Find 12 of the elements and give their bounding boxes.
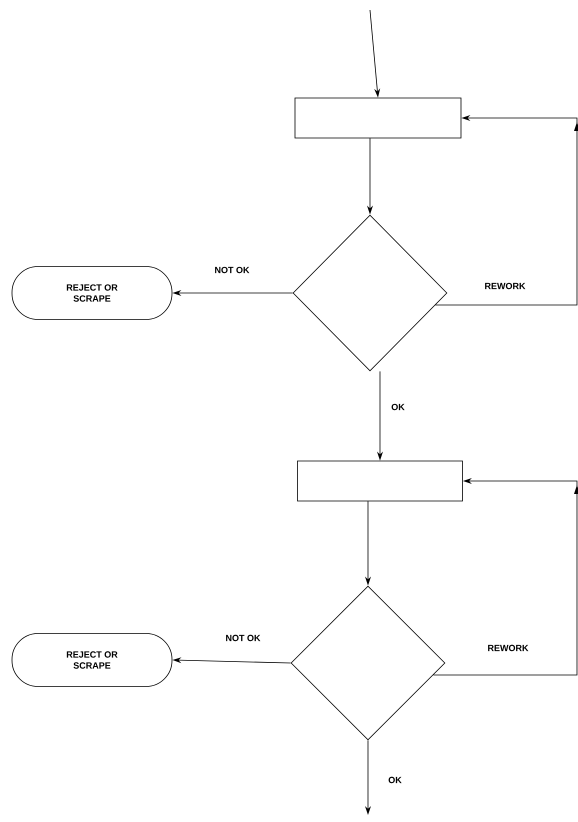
terminal-box: REJECT OR SCRAPE [12, 266, 172, 320]
process-box [294, 98, 462, 138]
process-box [297, 460, 463, 502]
edge-label: OK [390, 402, 406, 412]
edge-label: NOT OK [214, 266, 250, 274]
edge-label: REWORK [486, 644, 530, 652]
edge-label: REWORK [484, 282, 526, 290]
edge-label: OK [387, 776, 403, 784]
edge-label: NOT OK [224, 634, 262, 642]
terminal-box: REJECT OR SCRAPE [12, 633, 172, 687]
decision-diamond [292, 214, 448, 372]
decision-diamond [290, 586, 446, 740]
